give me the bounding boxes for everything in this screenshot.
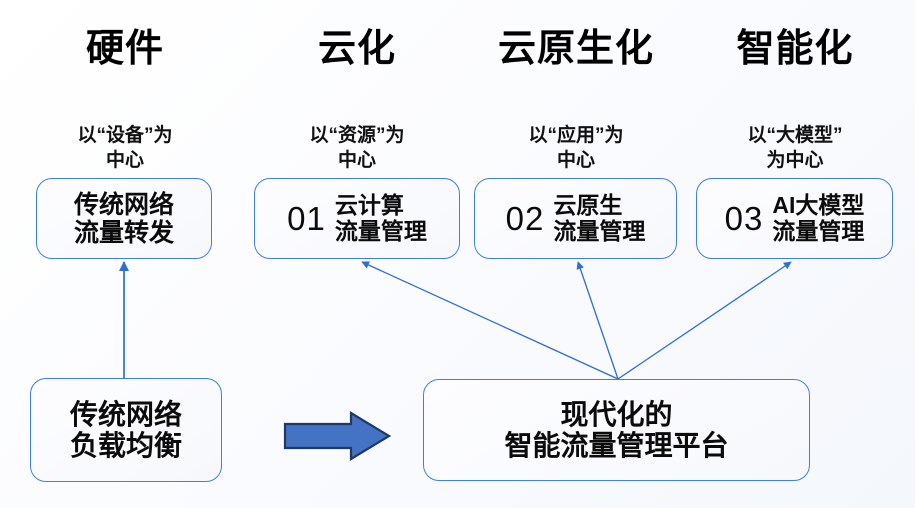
transition-right-arrow bbox=[283, 410, 392, 462]
stage-box-number: 03 bbox=[724, 199, 764, 237]
stage-box-line1: AI大模型 bbox=[772, 191, 865, 218]
column-title-cloud-native: 云原生化 bbox=[476, 26, 676, 72]
column-title-text: 云原生化 bbox=[497, 28, 654, 70]
stage-box-line1: 云计算 bbox=[334, 191, 404, 218]
column-subtitle-text: 以“大模型” 为中心 bbox=[747, 125, 843, 171]
bottom-box-modern-platform[interactable]: 现代化的 智能流量管理平台 bbox=[423, 379, 810, 481]
right-arrow-icon bbox=[283, 411, 392, 461]
column-title-hardware: 硬件 bbox=[25, 26, 225, 72]
stage-box-label: 云原生 流量管理 bbox=[553, 191, 646, 245]
stage-box-line2: 流量管理 bbox=[772, 217, 865, 244]
bottom-box-line2: 智能流量管理平台 bbox=[504, 430, 729, 461]
bottom-box-label: 现代化的 智能流量管理平台 bbox=[504, 399, 728, 462]
stage-box-cloud-computing[interactable]: 01 云计算 流量管理 bbox=[254, 178, 460, 259]
connector-platform-to-box-01 bbox=[361, 261, 619, 380]
bottom-box-line1: 传统网络 bbox=[69, 398, 182, 430]
bottom-box-label: 传统网络 负载均衡 bbox=[70, 399, 182, 462]
connector-platform-to-box-03 bbox=[617, 261, 792, 380]
bottom-box-line2: 负载均衡 bbox=[69, 430, 182, 461]
column-subtitle-text: 以“资源”为 中心 bbox=[309, 125, 405, 171]
column-title-cloudification: 云化 bbox=[257, 26, 457, 72]
stage-box-line2: 流量管理 bbox=[334, 217, 427, 244]
stage-box-line1: 云原生 bbox=[553, 191, 623, 218]
column-subtitle-intelligent: 以“大模型” 为中心 bbox=[695, 98, 895, 173]
column-subtitle-text: 以“应用”为 中心 bbox=[528, 125, 624, 171]
stage-box-line1: 传统网络 bbox=[73, 190, 174, 219]
column-title-intelligent: 智能化 bbox=[695, 26, 895, 72]
column-subtitle-cloud-native: 以“应用”为 中心 bbox=[476, 98, 676, 173]
stage-box-label: 传统网络 流量转发 bbox=[74, 191, 174, 247]
stage-box-label: 云计算 流量管理 bbox=[334, 191, 427, 245]
stage-box-label: AI大模型 流量管理 bbox=[772, 191, 865, 245]
stage-box-cloud-native[interactable]: 02 云原生 流量管理 bbox=[474, 178, 677, 259]
bottom-box-traditional-load-balancing[interactable]: 传统网络 负载均衡 bbox=[30, 378, 222, 482]
connector-platform-to-box-02 bbox=[576, 261, 619, 380]
column-subtitle-hardware: 以“设备”为 中心 bbox=[25, 98, 225, 173]
column-subtitle-text: 以“设备”为 中心 bbox=[77, 125, 173, 171]
stage-box-legacy-forwarding[interactable]: 传统网络 流量转发 bbox=[36, 178, 212, 259]
stage-box-line2: 流量管理 bbox=[553, 217, 646, 244]
column-title-text: 云化 bbox=[317, 28, 396, 70]
stage-box-ai-large-model[interactable]: 03 AI大模型 流量管理 bbox=[696, 178, 893, 259]
column-title-text: 硬件 bbox=[85, 28, 164, 70]
stage-box-number: 02 bbox=[505, 199, 545, 237]
column-subtitle-cloudification: 以“资源”为 中心 bbox=[257, 98, 457, 173]
stage-box-line2: 流量转发 bbox=[73, 218, 174, 247]
stage-box-number: 01 bbox=[287, 199, 326, 237]
bottom-box-line1: 现代化的 bbox=[560, 398, 673, 430]
column-title-text: 智能化 bbox=[736, 28, 854, 70]
